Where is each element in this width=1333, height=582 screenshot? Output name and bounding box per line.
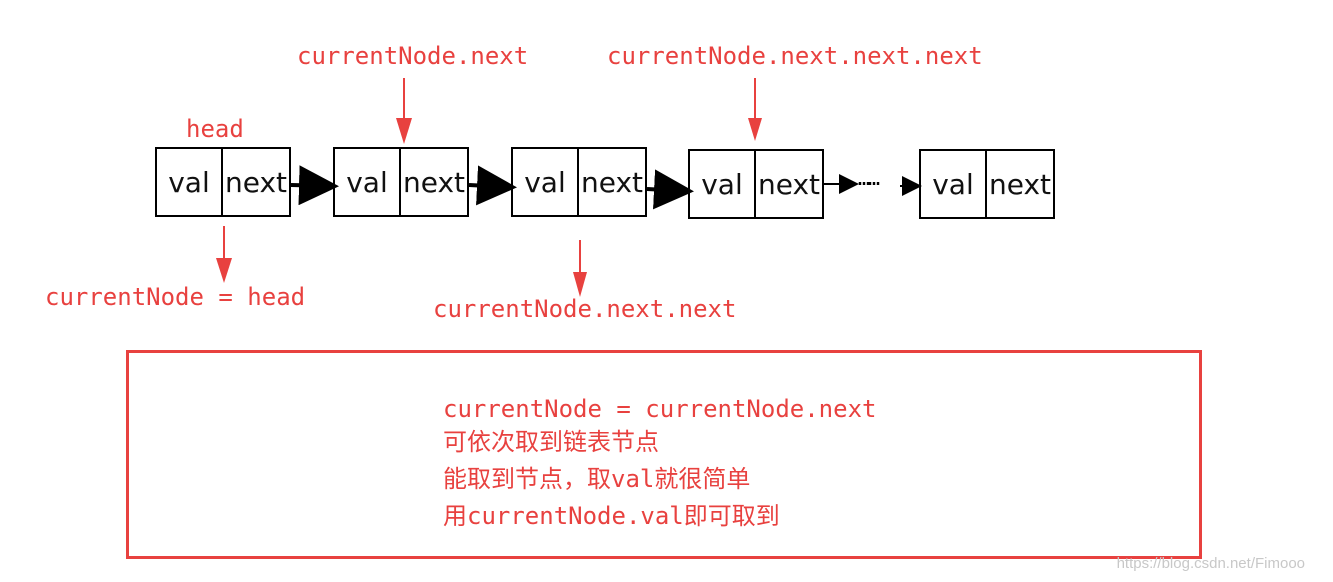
description-line-2: 可依次取到链表节点 xyxy=(443,428,659,456)
node-val-cell: val xyxy=(513,149,579,215)
node-next-cell: next xyxy=(988,167,1052,201)
watermark: https://blog.csdn.net/Fimooo xyxy=(1116,555,1305,572)
pointer-arrow xyxy=(646,169,694,210)
node-val-cell: val xyxy=(690,151,756,217)
node-next-cell: next xyxy=(757,167,821,201)
node-next-cell: next xyxy=(402,165,466,199)
node-next-cell: next xyxy=(580,165,644,199)
red-arrow-next2 xyxy=(573,240,587,297)
next2-label: currentNode.next.next xyxy=(433,295,737,323)
description-line-1: currentNode = currentNode.next xyxy=(443,395,877,423)
node-val-cell: val xyxy=(921,151,987,217)
next3-label: currentNode.next.next.next xyxy=(607,42,983,70)
node-next-cell: next xyxy=(224,165,288,199)
pointer-arrow xyxy=(290,165,339,206)
pointer-arrow xyxy=(468,165,517,206)
list-node-5: val next xyxy=(919,149,1055,219)
list-node-1: val next xyxy=(155,147,291,217)
red-arrow-head xyxy=(216,226,232,283)
description-line-4: 用currentNode.val即可取到 xyxy=(443,502,780,530)
list-node-3: val next xyxy=(511,147,647,217)
red-arrow-next1 xyxy=(396,78,412,144)
red-arrow-next3 xyxy=(748,78,762,141)
node-val-cell: val xyxy=(157,149,223,215)
next1-label: currentNode.next xyxy=(297,42,529,70)
node-val-cell: val xyxy=(335,149,401,215)
list-node-2: val next xyxy=(333,147,469,217)
description-line-3: 能取到节点，取val就很简单 xyxy=(443,465,751,493)
current-node-head-label: currentNode = head xyxy=(45,283,306,311)
head-label: head xyxy=(186,115,244,143)
list-node-4: val next xyxy=(688,149,824,219)
ellipsis-text: …… xyxy=(858,166,880,190)
description-box xyxy=(126,350,1202,559)
